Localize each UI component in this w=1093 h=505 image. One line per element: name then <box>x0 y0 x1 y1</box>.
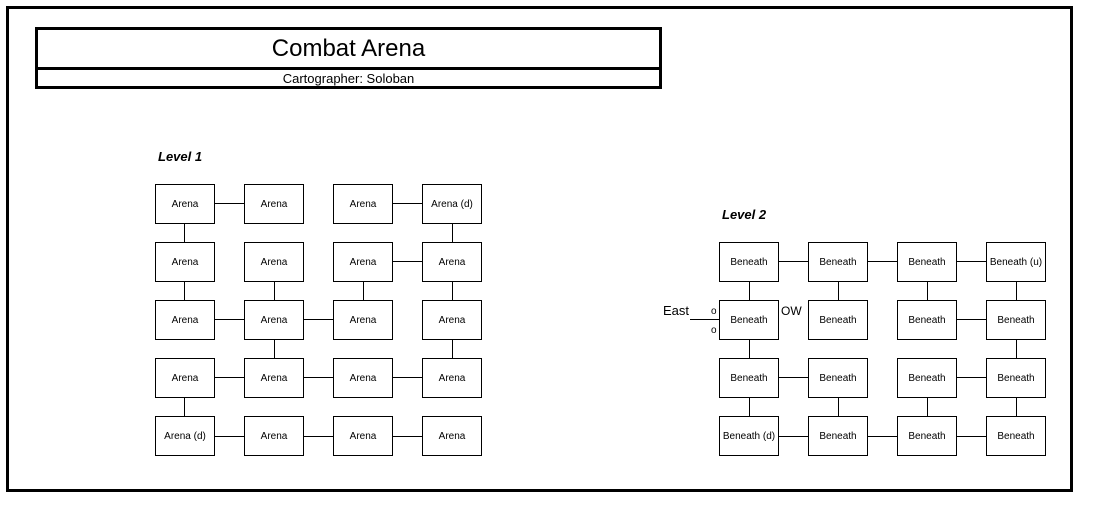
ow-exit-label: OW <box>781 304 802 318</box>
connector <box>184 223 185 242</box>
connector <box>957 436 987 437</box>
room-l2-r2-c1[interactable]: Beneath <box>719 300 779 340</box>
room-l2-r3-c3[interactable]: Beneath <box>897 358 957 398</box>
east-exit-label: East <box>663 303 690 318</box>
room-l2-r3-c1[interactable]: Beneath <box>719 358 779 398</box>
room-l1-r2-c4[interactable]: Arena <box>422 242 482 282</box>
connector <box>749 281 750 300</box>
connector <box>452 339 453 358</box>
connector <box>215 377 245 378</box>
room-l1-r1-c2[interactable]: Arena <box>244 184 304 224</box>
map-frame <box>6 6 1073 492</box>
room-l2-r3-c2[interactable]: Beneath <box>808 358 868 398</box>
room-l2-r4-c2[interactable]: Beneath <box>808 416 868 456</box>
connector <box>838 281 839 300</box>
connector <box>274 339 275 358</box>
room-l1-r5-c1[interactable]: Arena (d) <box>155 416 215 456</box>
room-l2-r4-c1[interactable]: Beneath (d) <box>719 416 779 456</box>
connector <box>927 397 928 416</box>
connector <box>868 261 898 262</box>
connector <box>779 377 809 378</box>
cartographer-credit: Cartographer: Soloban <box>282 70 415 86</box>
connector <box>957 319 987 320</box>
connector <box>363 281 364 300</box>
room-l2-r1-c3[interactable]: Beneath <box>897 242 957 282</box>
room-l1-r4-c1[interactable]: Arena <box>155 358 215 398</box>
room-l2-r1-c4[interactable]: Beneath (u) <box>986 242 1046 282</box>
connector <box>779 436 809 437</box>
room-l1-r5-c2[interactable]: Arena <box>244 416 304 456</box>
connector <box>452 223 453 242</box>
level-1-label: Level 1 <box>158 149 203 164</box>
map-title: Combat Arena <box>38 30 659 70</box>
connector <box>1016 339 1017 358</box>
connector <box>779 261 809 262</box>
connector <box>1016 397 1017 416</box>
exit-marker-o: o <box>711 306 717 317</box>
east-exit-connector <box>690 319 720 320</box>
room-l2-r2-c3[interactable]: Beneath <box>897 300 957 340</box>
connector <box>393 261 422 262</box>
room-l1-r5-c4[interactable]: Arena <box>422 416 482 456</box>
room-l1-r1-c4[interactable]: Arena (d) <box>422 184 482 224</box>
room-l1-r5-c3[interactable]: Arena <box>333 416 393 456</box>
room-l1-r3-c2[interactable]: Arena <box>244 300 304 340</box>
connector <box>957 261 987 262</box>
room-l1-r4-c4[interactable]: Arena <box>422 358 482 398</box>
connector <box>215 319 245 320</box>
title-block: Combat Arena Cartographer: Soloban <box>35 27 662 89</box>
connector <box>184 397 185 416</box>
connector <box>184 281 185 300</box>
room-l1-r4-c3[interactable]: Arena <box>333 358 393 398</box>
exit-marker-o: o <box>711 325 717 336</box>
room-l2-r2-c4[interactable]: Beneath <box>986 300 1046 340</box>
connector <box>868 436 898 437</box>
room-l2-r4-c4[interactable]: Beneath <box>986 416 1046 456</box>
connector <box>274 281 275 300</box>
connector <box>393 203 422 204</box>
level-2-label: Level 2 <box>722 207 767 222</box>
connector <box>215 203 245 204</box>
connector <box>452 281 453 300</box>
room-l1-r2-c1[interactable]: Arena <box>155 242 215 282</box>
connector <box>957 377 987 378</box>
connector <box>927 281 928 300</box>
room-l2-r1-c2[interactable]: Beneath <box>808 242 868 282</box>
connector <box>393 436 422 437</box>
connector <box>304 436 334 437</box>
connector <box>215 436 245 437</box>
room-l1-r3-c4[interactable]: Arena <box>422 300 482 340</box>
room-l1-r3-c1[interactable]: Arena <box>155 300 215 340</box>
connector <box>393 377 422 378</box>
room-l1-r3-c3[interactable]: Arena <box>333 300 393 340</box>
room-l1-r4-c2[interactable]: Arena <box>244 358 304 398</box>
room-l1-r2-c3[interactable]: Arena <box>333 242 393 282</box>
room-l1-r1-c1[interactable]: Arena <box>155 184 215 224</box>
room-l2-r4-c3[interactable]: Beneath <box>897 416 957 456</box>
room-l1-r2-c2[interactable]: Arena <box>244 242 304 282</box>
connector <box>304 377 334 378</box>
connector <box>1016 281 1017 300</box>
room-l2-r3-c4[interactable]: Beneath <box>986 358 1046 398</box>
connector <box>838 397 839 416</box>
connector <box>304 319 334 320</box>
connector <box>749 397 750 416</box>
room-l2-r2-c2[interactable]: Beneath <box>808 300 868 340</box>
room-l2-r1-c1[interactable]: Beneath <box>719 242 779 282</box>
connector <box>749 339 750 358</box>
room-l1-r1-c3[interactable]: Arena <box>333 184 393 224</box>
